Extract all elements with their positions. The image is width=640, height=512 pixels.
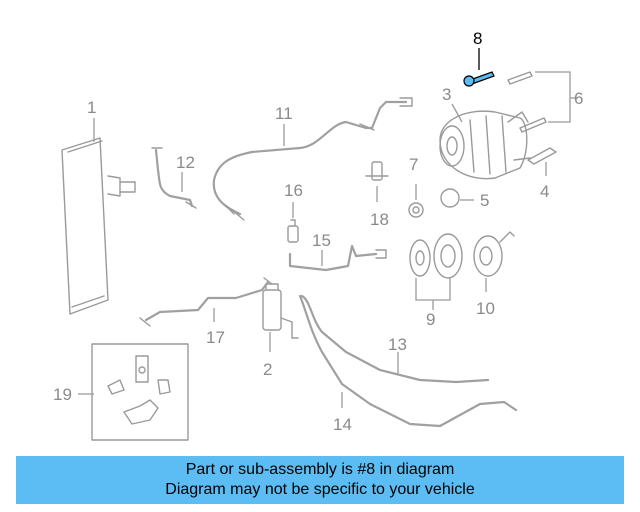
compressor-part bbox=[439, 110, 531, 180]
callout-14: 14 bbox=[333, 415, 352, 434]
leader-9 bbox=[415, 278, 451, 310]
pulley-9-part bbox=[409, 233, 463, 279]
leader-3 bbox=[451, 103, 463, 123]
callout-5: 5 bbox=[480, 191, 489, 210]
line-17-part bbox=[139, 277, 273, 327]
callout-6: 6 bbox=[574, 89, 583, 108]
callout-15: 15 bbox=[312, 231, 331, 250]
callout-13: 13 bbox=[388, 335, 407, 354]
info-banner: Part or sub-assembly is #8 in diagram Di… bbox=[16, 456, 624, 504]
callout-1: 1 bbox=[87, 98, 96, 117]
callout-12: 12 bbox=[176, 153, 195, 172]
callout-7: 7 bbox=[409, 155, 418, 174]
hose-11-part bbox=[212, 97, 413, 221]
banner-line-2: Diagram may not be specific to your vehi… bbox=[165, 481, 475, 498]
leader-6 bbox=[535, 71, 578, 123]
line-13-part bbox=[300, 294, 490, 384]
callout-8: 8 bbox=[473, 29, 482, 48]
callout-2: 2 bbox=[263, 360, 272, 379]
hardware-kit-19-part bbox=[91, 343, 189, 441]
line-12-part bbox=[151, 147, 197, 209]
line-14-part bbox=[298, 294, 518, 428]
callout-17: 17 bbox=[206, 328, 225, 347]
parts-diagram: 1 2 3 4 5 6 7 8 bbox=[53, 29, 583, 441]
callout-10: 10 bbox=[476, 299, 495, 318]
callout-4: 4 bbox=[540, 182, 549, 201]
bolt-8-part bbox=[463, 71, 495, 87]
bolts-6-part bbox=[507, 71, 547, 133]
bracket-18-part bbox=[365, 161, 389, 181]
callout-9: 9 bbox=[426, 310, 435, 329]
clutch-coil-part bbox=[473, 231, 515, 277]
callout-16: 16 bbox=[284, 181, 303, 200]
fitting-4-part bbox=[527, 147, 557, 165]
receiver-drier-part bbox=[262, 283, 299, 339]
line-15-part bbox=[288, 244, 387, 272]
seal-ring-part bbox=[440, 188, 460, 208]
callout-11: 11 bbox=[275, 104, 293, 123]
banner-line-1: Part or sub-assembly is #8 in diagram bbox=[185, 461, 455, 478]
callout-19: 19 bbox=[53, 385, 72, 404]
switch-16-part bbox=[287, 219, 299, 243]
callout-18: 18 bbox=[370, 210, 389, 229]
condenser-part bbox=[61, 137, 136, 315]
callout-3: 3 bbox=[442, 85, 451, 104]
nut-part bbox=[408, 202, 424, 218]
